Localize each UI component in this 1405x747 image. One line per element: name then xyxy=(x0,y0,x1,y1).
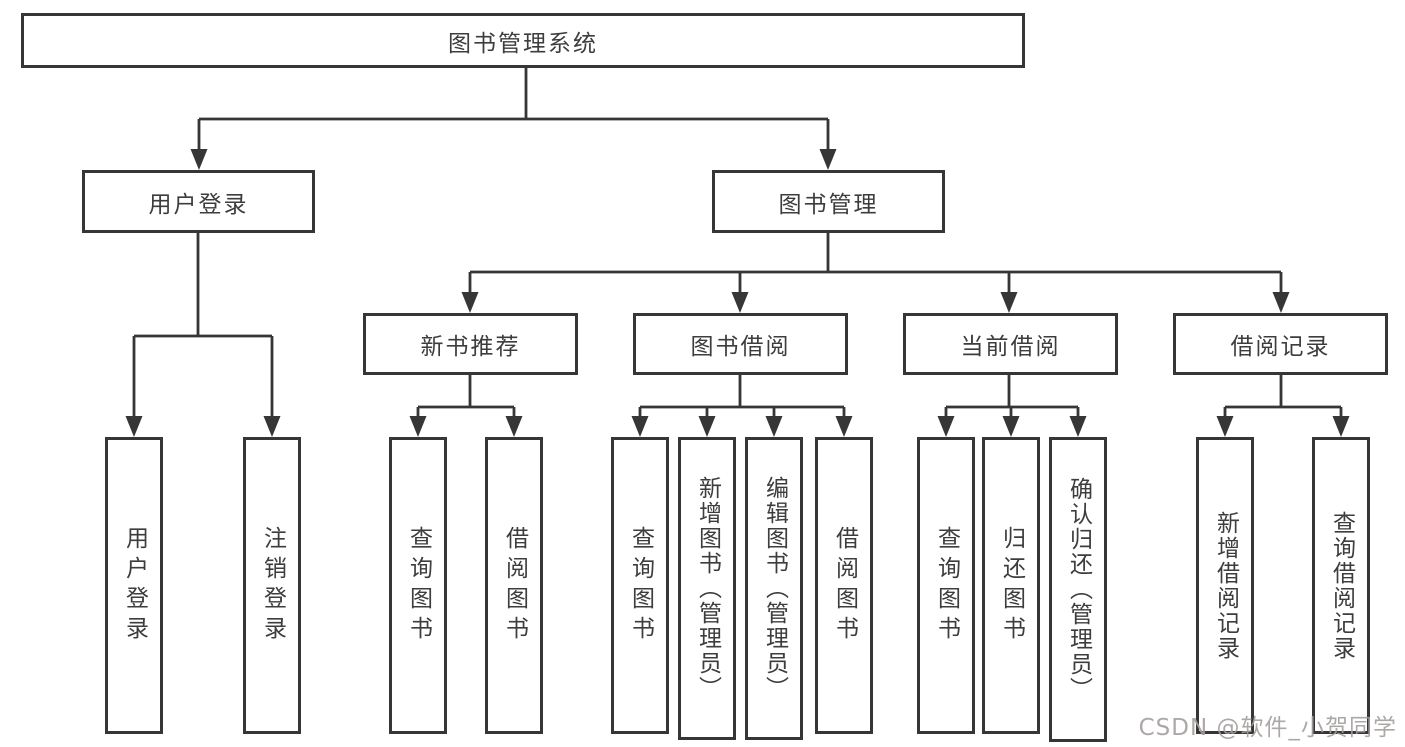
node-library-system-label: 图书管理系统 xyxy=(448,30,598,57)
arrowhead xyxy=(190,149,208,170)
arrowhead xyxy=(731,292,749,313)
arrowhead xyxy=(819,149,837,170)
arrowhead xyxy=(1000,292,1018,313)
arrowhead xyxy=(698,416,716,437)
node-leaf-query-borrow-record: 查询借阅记录 xyxy=(1312,437,1370,734)
node-leaf-confirm-return-admin-label: 确认归还（管理员） xyxy=(1065,477,1092,702)
node-leaf-return-books-label: 归还图书 xyxy=(998,525,1025,646)
arrowhead xyxy=(125,416,143,437)
arrowhead xyxy=(409,416,427,437)
arrowhead xyxy=(765,416,783,437)
arrowhead xyxy=(1332,416,1350,437)
node-leaf-edit-books-admin-label: 编辑图书（管理员） xyxy=(761,476,788,701)
csdn-watermark: CSDN @软件_小贺同学 xyxy=(1138,715,1397,741)
edge-current-children xyxy=(944,375,1080,419)
node-leaf-query-books-recommend-label: 查询图书 xyxy=(405,525,432,646)
edge-root-to-level2 xyxy=(197,68,830,152)
edge-login-children xyxy=(132,233,274,419)
edge-records-children xyxy=(1223,375,1343,419)
arrowhead xyxy=(263,416,281,437)
arrowhead xyxy=(1216,416,1234,437)
node-leaf-borrow-books: 借阅图书 xyxy=(815,437,873,734)
node-borrowing-records-label: 借阅记录 xyxy=(1230,334,1331,360)
node-borrowing-records: 借阅记录 xyxy=(1173,313,1388,375)
arrowhead xyxy=(631,416,649,437)
node-leaf-borrow-books-label: 借阅图书 xyxy=(831,525,858,646)
arrowhead xyxy=(1069,416,1087,437)
node-current-borrowing: 当前借阅 xyxy=(903,313,1118,375)
node-book-borrowing: 图书借阅 xyxy=(633,313,848,375)
node-library-system: 图书管理系统 xyxy=(21,13,1025,68)
node-leaf-query-books-current: 查询图书 xyxy=(917,437,975,734)
node-user-login-module-label: 用户登录 xyxy=(148,191,249,218)
node-leaf-user-login: 用户登录 xyxy=(105,437,163,734)
arrowhead xyxy=(461,292,479,313)
node-leaf-logout-label: 注销登录 xyxy=(259,525,286,646)
node-leaf-logout: 注销登录 xyxy=(243,437,301,734)
node-leaf-add-borrow-record: 新增借阅记录 xyxy=(1196,437,1254,734)
arrowhead xyxy=(937,416,955,437)
node-book-management-module: 图书管理 xyxy=(712,170,945,233)
edge-recommend-children xyxy=(416,375,516,419)
node-leaf-confirm-return-admin: 确认归还（管理员） xyxy=(1049,437,1107,742)
node-leaf-borrow-books-recommend-label: 借阅图书 xyxy=(501,525,528,646)
node-user-login-module: 用户登录 xyxy=(82,170,315,233)
node-leaf-edit-books-admin: 编辑图书（管理员） xyxy=(745,437,803,740)
node-leaf-add-books-admin: 新增图书（管理员） xyxy=(678,437,736,740)
arrowhead xyxy=(1272,292,1290,313)
edge-borrow-children xyxy=(638,375,846,419)
arrowhead xyxy=(835,416,853,437)
node-leaf-user-login-label: 用户登录 xyxy=(121,525,148,646)
arrowhead xyxy=(1002,416,1020,437)
node-leaf-add-books-admin-label: 新增图书（管理员） xyxy=(694,476,721,701)
node-leaf-return-books: 归还图书 xyxy=(982,437,1040,734)
node-leaf-query-books-current-label: 查询图书 xyxy=(933,525,960,646)
node-new-book-recommend: 新书推荐 xyxy=(363,313,578,375)
node-leaf-add-borrow-record-label: 新增借阅记录 xyxy=(1212,510,1239,661)
node-book-borrowing-label: 图书借阅 xyxy=(690,334,791,360)
node-leaf-borrow-books-recommend: 借阅图书 xyxy=(485,437,543,734)
node-current-borrowing-label: 当前借阅 xyxy=(960,334,1061,360)
node-leaf-query-books-borrow: 查询图书 xyxy=(611,437,669,734)
node-leaf-query-books-recommend: 查询图书 xyxy=(389,437,447,734)
node-book-management-module-label: 图书管理 xyxy=(778,191,879,218)
arrowhead xyxy=(505,416,523,437)
node-leaf-query-borrow-record-label: 查询借阅记录 xyxy=(1328,510,1355,661)
edge-mgmt-to-level3 xyxy=(468,233,1283,295)
node-new-book-recommend-label: 新书推荐 xyxy=(420,334,521,360)
node-leaf-query-books-borrow-label: 查询图书 xyxy=(627,525,654,646)
